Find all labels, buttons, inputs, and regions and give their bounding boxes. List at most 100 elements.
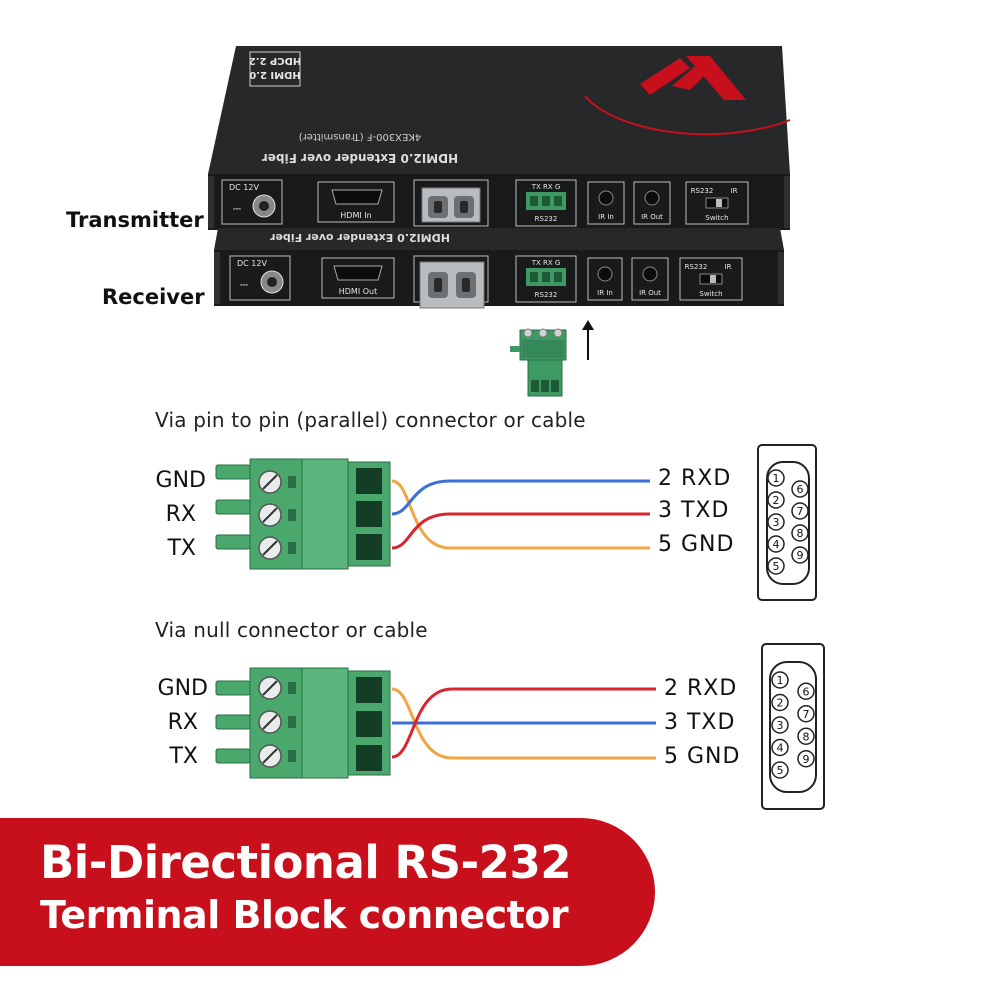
transmitter-ir-out-port: IR Out: [633, 181, 671, 225]
svg-text:RS232: RS232: [691, 187, 714, 195]
wires-null: [391, 687, 656, 760]
wire-orange-2: [391, 687, 656, 760]
db9-2-pin-9: [797, 750, 815, 768]
db9-1-pin-8: [791, 524, 809, 542]
db9-label-rxd-1: 2 RXD: [658, 466, 732, 491]
db9-2-pin-2: [771, 693, 789, 712]
hdmi-badge: [249, 51, 301, 87]
db9-1-pin-7: [791, 502, 809, 520]
transmitter-dc-label: DC 12V: [229, 183, 259, 192]
db9-2-pin-number: 3: [777, 719, 784, 732]
svg-text:IR: IR: [731, 187, 738, 195]
receiver-dc-jack: DC 12V ⎓: [229, 255, 291, 301]
caption-parallel: Via pin to pin (parallel) connector or c…: [155, 408, 586, 432]
svg-text:HDMI Out: HDMI Out: [339, 287, 377, 296]
transmitter-label: Transmitter: [66, 208, 204, 232]
db9-1-pin-number: 9: [797, 549, 804, 562]
db9-1-pin-number: 7: [797, 505, 804, 518]
db9-1-pin-4: [767, 535, 785, 553]
svg-text:⎓: ⎓: [233, 204, 241, 215]
svg-text:IR Out: IR Out: [641, 213, 663, 221]
db9-1-pin-number: 2: [773, 494, 780, 507]
db9-2-pin-number: 1: [777, 674, 784, 687]
db9-1-pin-number: 4: [773, 538, 780, 551]
pin-label-tx-2: TX: [169, 744, 198, 769]
pin-label-gnd-1: GND: [155, 468, 206, 493]
receiver-device: HDMI2.0 Extender over Fiber DC 12V ⎓ HDM…: [214, 228, 784, 309]
db9-1-pin-number: 5: [773, 560, 780, 573]
db9-1-pin-number: 8: [797, 527, 804, 540]
db9-1-pin-number: 1: [773, 472, 780, 485]
db9-2-pin-4: [771, 738, 789, 757]
transmitter-front-panel: [208, 174, 790, 230]
receiver-hdmi-port: HDMI Out: [321, 257, 395, 299]
receiver-fiber-port: [413, 255, 489, 309]
db9-label-gnd-2: 5 GND: [664, 744, 741, 769]
receiver-ir-in-port: IR In: [587, 257, 623, 301]
transmitter-ir-in-port: IR In: [587, 181, 625, 225]
transmitter-top-text: HDMI2.0 Extender over Fiber: [262, 151, 458, 165]
pin-label-rx-2: RX: [167, 710, 198, 735]
svg-text:RS232: RS232: [535, 215, 558, 223]
pin-label-gnd-2: GND: [157, 676, 208, 701]
transmitter-device: HDMI 2.0 HDCP 2.2 HDMI2.0 Extender over …: [208, 46, 791, 230]
wire-red-2: [391, 687, 656, 759]
receiver-top-panel: [214, 228, 784, 250]
wires-parallel: [391, 479, 650, 550]
svg-text:RS232: RS232: [535, 291, 558, 299]
db9-1-pin-number: 3: [773, 516, 780, 529]
transmitter-hdmi-label: HDMI In: [340, 211, 371, 220]
brand-logo: [640, 56, 746, 100]
title-banner: [0, 818, 655, 966]
svg-text:IR In: IR In: [598, 213, 614, 221]
db9-label-rxd-2: 2 RXD: [664, 676, 738, 701]
db9-2-pin-number: 8: [803, 730, 810, 743]
db9-label-txd-2: 3 TXD: [664, 710, 736, 735]
transmitter-hdmi-port: HDMI In: [317, 181, 395, 223]
transmitter-model-text: 4KEX300-F (Transmitter): [299, 131, 422, 142]
db9-2-pin-number: 7: [803, 708, 810, 721]
terminal-block-1: [215, 458, 391, 570]
receiver-front-panel: [214, 250, 784, 306]
db9-2-pin-5: [771, 761, 789, 779]
db9-label-txd-1: 3 TXD: [658, 498, 730, 523]
svg-text:TX RX G: TX RX G: [531, 183, 561, 191]
db9-1-pin-number: 6: [797, 483, 804, 496]
svg-text:Switch: Switch: [699, 290, 722, 298]
svg-text:IR In: IR In: [597, 289, 613, 297]
pin-label-tx-1: TX: [167, 536, 196, 561]
hdmi-badge-line1: HDMI 2.0: [249, 69, 301, 80]
db9-label-gnd-1: 5 GND: [658, 532, 735, 557]
db9-connector-2: [761, 643, 825, 810]
db9-1-pin-2: [767, 491, 785, 509]
hdmi-badge-line2: HDCP 2.2: [249, 55, 302, 66]
db9-2-pin-7: [797, 705, 815, 723]
db9-1-pin-6: [791, 480, 809, 498]
transmitter-fiber-port: [413, 179, 489, 227]
terminal-block-2: [215, 667, 391, 779]
receiver-label: Receiver: [102, 285, 205, 309]
svg-text:⎓: ⎓: [240, 280, 248, 291]
up-arrow-icon: [582, 320, 594, 360]
db9-1-pin-3: [767, 513, 785, 531]
banner-subtitle: Terminal Block connector: [40, 893, 569, 937]
db9-1-pin-5: [767, 557, 785, 575]
pin-label-rx-1: RX: [165, 502, 196, 527]
db9-2-pin-number: 5: [777, 764, 784, 777]
wire-blue-1: [391, 479, 650, 516]
caption-null: Via null connector or cable: [155, 618, 428, 642]
db9-1-pin-1: [767, 469, 785, 487]
transmitter-switch: RS232 IR Switch: [685, 181, 749, 225]
brand-swoosh: [584, 95, 791, 136]
db9-connector-1: [757, 444, 817, 601]
svg-text:TX RX G: TX RX G: [531, 259, 561, 267]
db9-2-pin-8: [797, 727, 815, 745]
receiver-rs232-port: TX RX G RS232: [515, 255, 577, 303]
wire-red-1: [391, 512, 650, 550]
db9-2-pin-number: 2: [777, 697, 784, 710]
svg-text:DC 12V: DC 12V: [237, 259, 267, 268]
wire-orange-1: [391, 479, 650, 550]
receiver-switch: RS232 IR Switch: [679, 257, 743, 301]
banner-title: Bi-Directional RS-232: [40, 836, 572, 889]
